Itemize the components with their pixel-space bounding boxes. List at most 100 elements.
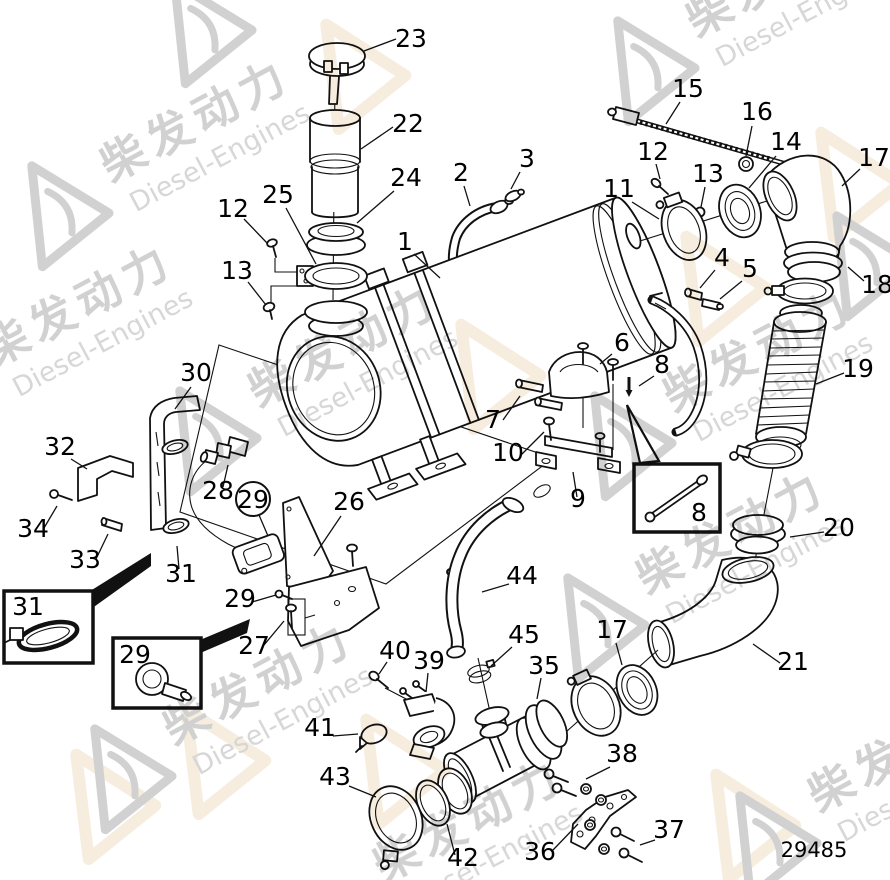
part-12-bolt-right [650,177,669,195]
callout-43-label: 43 [319,762,351,791]
brand-logo-icon [613,16,700,127]
callout-29-inset: 29 [119,640,151,669]
callout-40: 40 [378,636,411,675]
callout-44-label: 44 [506,561,538,590]
callout-8-free-label: 8 [654,350,670,379]
part-16-nut [738,156,754,172]
callout-11: 11 [603,174,660,220]
callout-21: 21 [752,643,809,676]
part-14-threaded-ring [718,183,762,239]
clamp-below-18 [763,277,834,305]
callout-25-label: 25 [262,180,294,209]
callout-37-label: 37 [653,815,685,844]
callout-43: 43 [319,762,377,798]
brand-logo-icon [27,161,114,272]
callout-41: 41 [304,713,359,742]
callout-16: 16 [741,97,773,157]
callout-13-right: 13 [692,159,724,208]
part-38-bolts [543,768,607,806]
callout-45-label: 45 [508,620,540,649]
watermark-cluster: 柴发动力 Diesel-Engines [613,0,890,127]
brand-logo-icon [90,724,177,835]
part-26-bracket [282,496,380,647]
part-5-pin [701,298,724,311]
watermark-cluster-partial: 柴发动力 Diesel-Engines [0,233,198,404]
callout-27: 27 [238,620,285,660]
callout-16-label: 16 [741,97,773,126]
callout-9: 9 [570,471,586,513]
callout-20-label: 20 [823,513,855,542]
part-40-bolt [368,670,389,689]
callout-1-label: 1 [397,227,413,256]
callout-8-free: 8 [638,350,670,387]
callout-33: 33 [69,533,109,574]
callout-29-circled: 29 [235,481,271,537]
callout-29-inset-label: 29 [119,640,151,669]
part-9-bracket [535,432,621,474]
part-37-bolts [584,819,643,863]
callout-34-label: 34 [17,514,49,543]
brand-logo-icon [175,386,262,497]
callout-20: 20 [789,513,855,542]
callout-24-label: 24 [390,163,422,192]
callout-32: 32 [44,432,88,470]
callout-31-inset-label: 31 [12,592,44,621]
beige-triangle-icons [70,18,890,880]
hose-stub-centerline [477,657,491,713]
part-34-screw [49,489,73,501]
watermark-logo-partial [170,0,257,89]
callout-30-label: 30 [180,358,212,387]
callout-27-label: 27 [238,631,270,660]
arrow-inset-29 [198,619,250,654]
inset-box-31 [2,589,95,665]
callout-3-label: 3 [519,144,535,173]
brand-logo-icon [563,573,650,684]
part-21-elbow-hose [647,556,779,669]
brand-logo-icon [832,211,890,322]
callout-31-inset: 31 [12,592,44,621]
callout-29-free-label: 29 [224,584,256,613]
part-8-pin-small [625,377,633,397]
callout-13-left-label: 13 [221,256,253,285]
part-35-pipe [443,699,569,804]
callout-26-label: 26 [333,487,365,516]
muffler-feet [367,435,467,501]
callout-12-left: 12 [217,194,268,244]
callout-11-label: 11 [603,174,635,203]
part-29-sensor-plate [231,533,285,575]
callout-35-label: 35 [528,651,560,680]
muffler-inlet-flange [304,300,368,337]
callout-10-label: 10 [492,438,524,467]
part-31-grommet-bottom [162,517,190,535]
callout-36: 36 [524,823,579,866]
callout-6: 6 [599,328,630,365]
brand-logo-icon [590,391,677,502]
hanger-strap [647,292,708,437]
callout-45: 45 [490,620,540,667]
part-19-bellows [755,304,827,454]
part-24-seal-ring [306,222,366,256]
callout-42: 42 [446,823,479,872]
callout-22: 22 [360,109,424,150]
bolt-26a [346,543,358,567]
callout-22-label: 22 [392,109,424,138]
callout-14-label: 14 [770,127,802,156]
part-29-screw-free [274,589,293,600]
callout-41-label: 41 [304,713,336,742]
callout-14: 14 [748,127,802,189]
callout-32-label: 32 [44,432,76,461]
callout-25: 25 [262,180,317,265]
callout-39-label: 39 [413,646,445,675]
callout-29-circled-label: 29 [237,485,269,514]
brand-logo-icon [170,0,257,89]
callout-38-label: 38 [606,739,638,768]
inset-box-8 [632,462,722,534]
callout-36-label: 36 [524,837,556,866]
callout-33-label: 33 [69,545,101,574]
part-23-rain-cap [308,42,366,105]
callout-6-label: 6 [614,328,630,357]
callout-8-inset-label: 8 [691,498,707,527]
callout-9-label: 9 [570,484,586,513]
callout-19-label: 19 [842,354,874,383]
